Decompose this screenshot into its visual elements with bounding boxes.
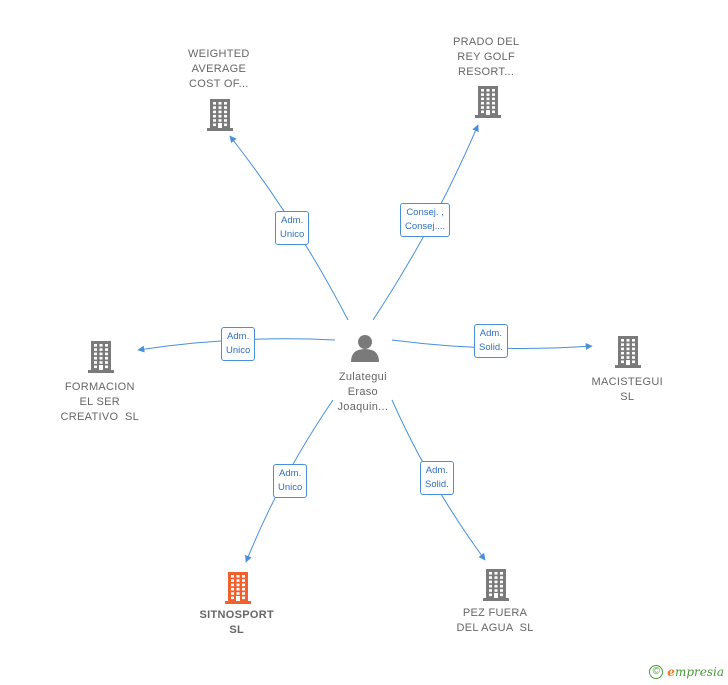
role-badge-macistegui-line: Solid. [479,342,503,353]
building-icon[interactable] [475,86,501,118]
role-badge-formacion[interactable]: Adm. Unico [221,327,256,361]
role-badge-macistegui-line: Adm. [479,328,502,339]
company-label-prado-line: REY GOLF [457,51,516,63]
company-label-formacion-line: FORMACION [64,381,135,393]
role-badge-formacion-line: Unico [226,345,251,356]
role-badge-weighted-line: Adm. [281,215,304,226]
role-badge-sitnosport-line: Unico [278,482,303,493]
role-badge-pez[interactable]: Adm. Solid. [420,461,454,495]
company-label-pez-line: PEZ FUERA [462,607,528,619]
role-badge-prado-line: Consej.... [405,221,446,232]
company-label-formacion-line: EL SER [79,396,121,408]
company-label-pez[interactable]: PEZ FUERA DEL AGUA SL [457,606,534,636]
copyright-notice: © empresia [649,665,724,679]
company-label-prado-line: RESORT... [457,66,515,78]
building-icon[interactable] [483,569,509,601]
person-name-label-line: Eraso [347,386,378,398]
copyright-icon: © [649,665,664,679]
brand-logo[interactable]: empresia [667,665,724,679]
company-label-weighted-line: AVERAGE [191,63,247,75]
role-badge-sitnosport[interactable]: Adm. Unico [273,464,308,498]
company-label-sitnosport-line: SITNOSPORT [199,609,275,621]
role-badge-sitnosport-line: Adm. [279,468,302,479]
role-badge-weighted-line: Unico [280,229,305,240]
company-label-formacion-line: CREATIVO SL [60,411,140,423]
building-icon[interactable] [207,99,233,131]
building-icon[interactable] [615,336,641,368]
company-label-prado-line: PRADO DEL [453,36,520,48]
role-badge-pez-line: Solid. [425,479,449,490]
role-badge-prado-line: Consej. , [406,207,444,218]
company-label-weighted[interactable]: WEIGHTED AVERAGE COST OF... [188,47,250,92]
company-label-formacion[interactable]: FORMACION EL SER CREATIVO SL [61,380,140,425]
company-label-sitnosport[interactable]: SITNOSPORT SL [200,608,275,638]
company-label-weighted-line: COST OF... [189,78,249,90]
role-badge-prado[interactable]: Consej. , Consej.... [400,203,451,237]
company-label-macistegui[interactable]: MACISTEGUI SL [592,375,663,405]
company-label-sitnosport-line: SL [229,624,245,636]
building-icon[interactable] [88,341,114,373]
building-icon[interactable] [225,572,251,604]
person-icon[interactable] [351,335,379,362]
person-name-label-line: Joaquin... [337,401,389,413]
role-badge-macistegui[interactable]: Adm. Solid. [474,324,508,358]
company-label-prado[interactable]: PRADO DEL REY GOLF RESORT... [453,35,519,80]
role-badge-formacion-line: Adm. [227,331,250,342]
company-label-weighted-line: WEIGHTED [188,48,250,60]
role-badge-weighted[interactable]: Adm. Unico [275,211,310,245]
person-name-label-line: Zulategui [338,371,387,383]
role-badge-pez-line: Adm. [425,465,448,476]
company-label-macistegui-line: MACISTEGUI [591,376,663,388]
company-label-macistegui-line: SL [620,391,635,403]
company-label-pez-line: DEL AGUA SL [456,622,534,634]
